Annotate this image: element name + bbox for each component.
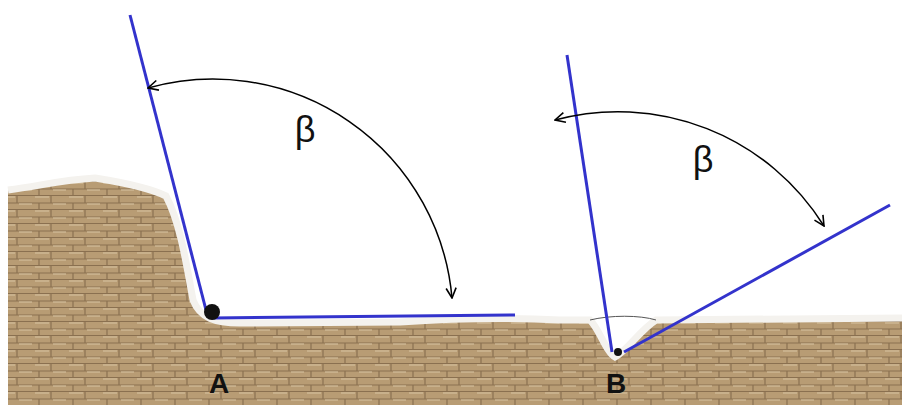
point-label: A	[209, 370, 229, 398]
angle-arc	[148, 79, 452, 298]
point-marker	[614, 348, 622, 356]
point-label: B	[606, 370, 626, 398]
ground	[8, 178, 902, 405]
ray	[567, 55, 612, 352]
ray	[212, 315, 515, 318]
angle-symbol: β	[693, 142, 714, 178]
angle-symbol: β	[295, 112, 316, 148]
snow-edge	[8, 178, 902, 357]
ray	[130, 15, 206, 310]
point-marker	[204, 304, 220, 320]
pit-surface	[590, 316, 656, 320]
ray	[624, 205, 890, 352]
angle-arc	[555, 112, 824, 226]
